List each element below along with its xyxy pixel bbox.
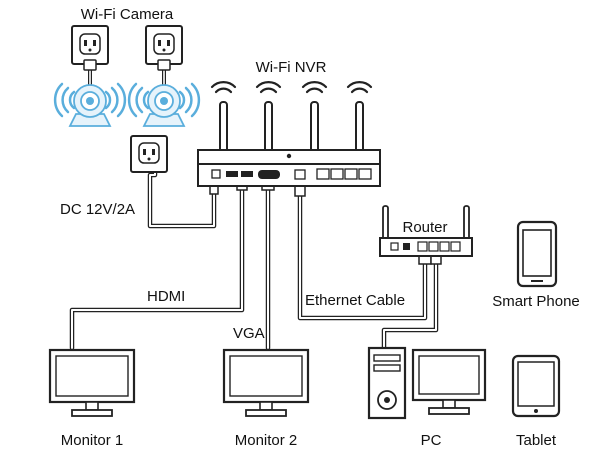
monitor-2-label: Monitor 2 [235, 432, 298, 449]
tablet-icon [511, 354, 561, 418]
wifi-signal-icon [210, 81, 373, 94]
monitor-icon [411, 348, 487, 415]
wifi-camera-2 [127, 25, 201, 127]
camera-icon [68, 84, 112, 127]
pc-icon [367, 346, 487, 420]
camera-icon [142, 84, 186, 127]
pc-tower-icon [367, 346, 407, 420]
wifi-signal-icon [127, 82, 201, 118]
nvr-power-outlet-icon [130, 135, 168, 173]
smart-phone-label: Smart Phone [492, 293, 580, 310]
antenna-icon [219, 101, 364, 153]
ethernet-cable [297, 193, 428, 321]
pc-label: PC [421, 432, 442, 449]
hdmi-cable [69, 185, 245, 351]
power-outlet-icon [71, 25, 109, 71]
wifi-camera-1 [53, 25, 127, 127]
wifi-nvr-label: Wi-Fi NVR [256, 59, 327, 76]
dc-power-label: DC 12V/2A [60, 201, 135, 218]
labels: Wi-Fi Camera Wi-Fi NVR DC 12V/2A Router … [60, 6, 580, 449]
ethernet-cable-label: Ethernet Cable [305, 292, 405, 309]
camera-power-cables [88, 66, 166, 86]
vga-label: VGA [233, 325, 265, 342]
router-icon [379, 205, 473, 257]
wifi-signal-icon [53, 82, 127, 118]
power-outlet-icon [145, 25, 183, 71]
cables [69, 66, 439, 351]
wifi-camera-label: Wi-Fi Camera [81, 6, 174, 23]
monitor-2-icon [222, 348, 310, 417]
power-cable [147, 162, 217, 229]
wifi-nvr-icon [197, 81, 381, 187]
tablet-label: Tablet [516, 432, 557, 449]
router-label: Router [402, 219, 447, 236]
router-pc-cable [381, 261, 439, 351]
monitor-1-icon [48, 348, 136, 417]
hdmi-label: HDMI [147, 288, 185, 305]
monitor-1-label: Monitor 1 [61, 432, 124, 449]
smartphone-icon [516, 220, 558, 288]
